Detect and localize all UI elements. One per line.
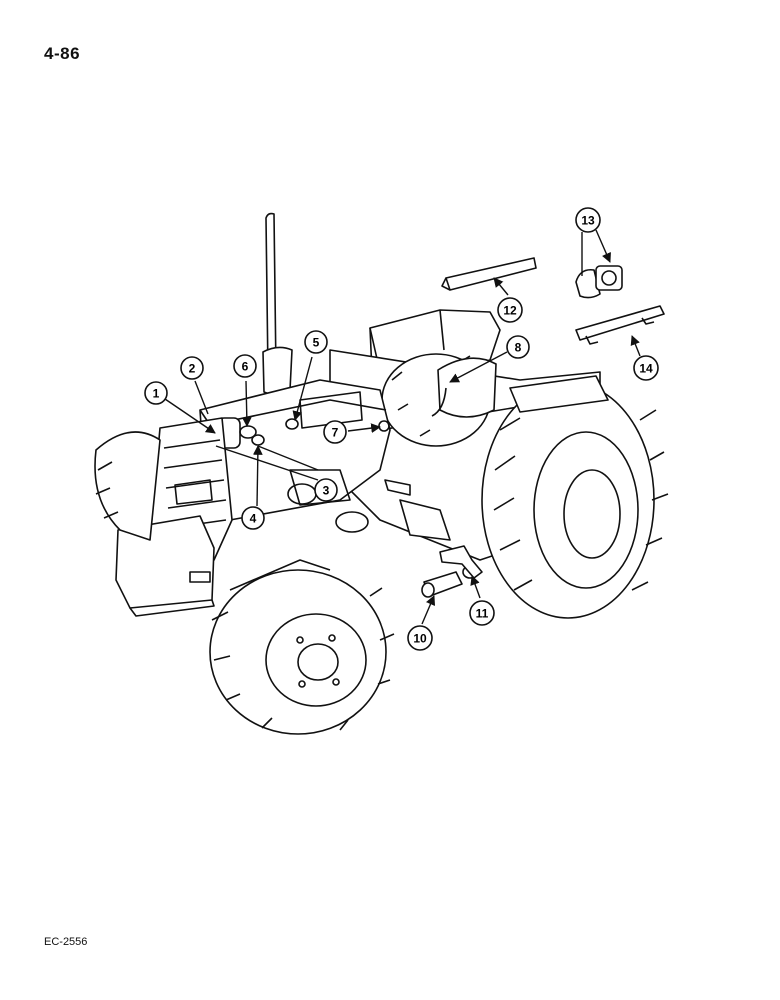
front-left-tire [94,431,161,541]
callout-14: 14 [633,355,659,381]
callout-label-5: 5 [313,336,320,350]
fuel-tank [431,357,497,418]
part-14-bar [575,305,665,345]
leader-line-11 [470,575,481,599]
callout-11: 11 [469,600,495,626]
callout-2: 2 [180,356,204,380]
callout-label-3: 3 [323,484,330,498]
rear-right-tire [481,375,669,619]
document-code: EC-2556 [44,936,88,948]
leader-lines [164,229,641,625]
leader-line-8 [449,351,508,383]
callout-label-13: 13 [581,214,595,228]
callout-12: 12 [497,297,523,323]
callout-label-11: 11 [476,607,489,621]
leader-line-2 [194,380,209,415]
part-10-pin [421,571,463,598]
callout-label-2: 2 [189,362,196,376]
leader-line-6 [241,380,252,427]
part-11-bracket [439,545,483,579]
callout-8: 8 [506,335,530,359]
leader-line-3 [215,445,319,481]
callout-label-1: 1 [153,387,160,401]
callout-5: 5 [304,330,328,354]
leader-line-5 [292,356,313,421]
callout-label-10: 10 [413,632,427,646]
leader-line-4 [252,445,263,507]
callout-label-7: 7 [332,426,339,440]
callout-label-12: 12 [503,304,517,318]
part-12-bar [441,257,537,291]
leader-line-12 [493,277,509,296]
leader-line-14 [630,335,641,357]
part-13-plug-socket [575,265,623,299]
leader-line-7 [347,423,381,433]
callout-label-4: 4 [250,512,257,526]
tractor-illustration [94,212,669,735]
callout-6: 6 [233,354,257,378]
front-right-tire [209,559,395,735]
leader-line-10 [421,595,436,625]
callout-label-6: 6 [242,360,249,374]
page-number: 4-86 [44,44,81,63]
callout-13: 13 [575,207,601,233]
callout-label-14: 14 [639,362,653,376]
exhaust-stack [262,212,293,396]
callout-10: 10 [407,625,433,651]
leader-line-13 [581,229,610,276]
callout-1: 1 [144,381,168,405]
callouts: 1 2 3 4 5 6 7 8 10 11 12 13 14 [144,207,659,651]
callout-7: 7 [323,420,347,444]
front-weights [115,515,215,617]
callout-label-8: 8 [515,341,522,355]
leader-line-1 [164,398,216,434]
callout-3: 3 [314,478,338,502]
callout-4: 4 [241,506,265,530]
